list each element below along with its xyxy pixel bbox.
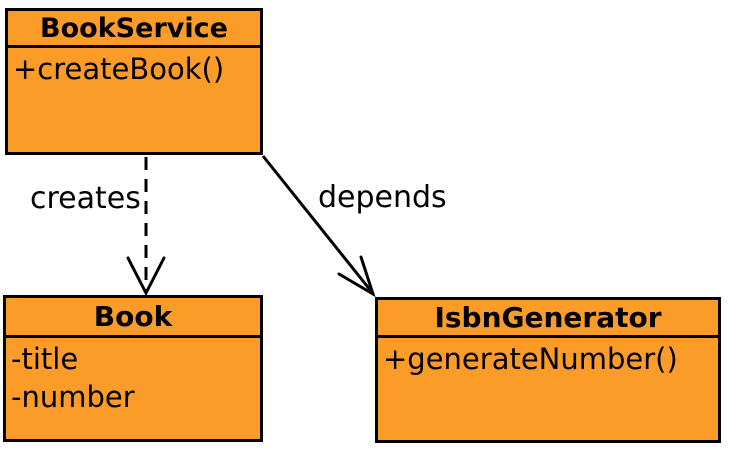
class-members-bookservice: +createBook() <box>8 48 260 89</box>
edge-label-depends: depends <box>318 180 447 215</box>
class-name-isbngenerator: IsbnGenerator <box>378 300 718 338</box>
class-name-bookservice: BookService <box>8 11 260 48</box>
member-createbook: +createBook() <box>13 52 225 86</box>
class-box-book: Book -title -number <box>3 295 263 442</box>
creates-open-arrowhead-icon <box>126 256 166 297</box>
class-box-bookservice: BookService +createBook() <box>5 8 263 155</box>
edge-label-creates: creates <box>30 181 141 216</box>
member-title: -title <box>11 342 79 376</box>
depends-open-arrowhead-icon <box>337 255 376 298</box>
class-box-isbngenerator: IsbnGenerator +generateNumber() <box>375 297 721 443</box>
class-members-isbngenerator: +generateNumber() <box>378 338 718 379</box>
member-generatenumber: +generateNumber() <box>383 342 678 376</box>
depends-solid-line <box>261 155 373 292</box>
class-name-book: Book <box>6 298 260 338</box>
class-members-book: -title -number <box>6 338 260 416</box>
member-number: -number <box>11 379 135 414</box>
